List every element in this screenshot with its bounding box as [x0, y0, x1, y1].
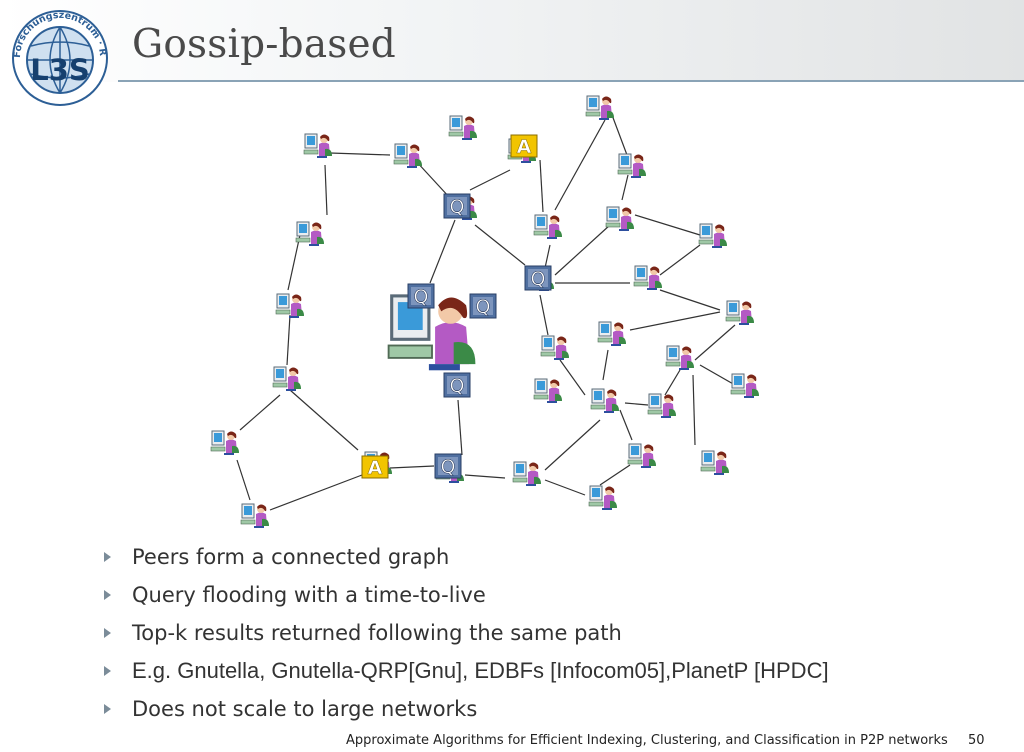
- edge: [474, 224, 526, 266]
- peer-icon: [240, 503, 270, 529]
- edge: [544, 419, 601, 471]
- peer-icon: [303, 133, 333, 159]
- edge: [664, 369, 681, 396]
- peer-icon: [533, 214, 563, 240]
- peer-icon: [698, 223, 728, 249]
- edge: [464, 474, 506, 479]
- edge: [389, 465, 435, 469]
- peer-icon: [725, 300, 755, 326]
- bullet-text: Query flooding with a time-to-live: [132, 583, 486, 607]
- bullet-item: Peers form a connected graph: [104, 540, 829, 578]
- peer-icon: [588, 485, 618, 511]
- bullet-text: Top-k results returned following the sam…: [132, 621, 622, 645]
- peer-icon: [627, 443, 657, 469]
- l3s-logo: Forschungszentrum · Research Center L3S: [4, 2, 108, 106]
- query-marker: Q: [414, 286, 429, 308]
- query-marker: Q: [450, 375, 465, 397]
- edge: [624, 402, 649, 406]
- edge: [469, 169, 511, 191]
- peer-icon: [272, 366, 302, 392]
- edge: [269, 474, 363, 511]
- edge: [429, 219, 456, 284]
- edge: [544, 479, 586, 496]
- bullet-text: E.g. Gnutella, Gnutella-QRP[Gnu], EDBFs …: [132, 658, 829, 683]
- bullet-text: Peers form a connected graph: [132, 545, 450, 569]
- logo-main-text: L3S: [30, 53, 90, 87]
- edge: [611, 114, 628, 156]
- peer-icon: [393, 143, 423, 169]
- query-markers: Q Q Q Q Q Q: [407, 193, 552, 479]
- peer-icon: [448, 115, 478, 141]
- bullet-arrow-icon: [104, 628, 111, 638]
- peer-icon: [512, 461, 542, 487]
- bullet-item: E.g. Gnutella, Gnutella-QRP[Gnu], EDBFs …: [104, 654, 829, 692]
- peer-icon: [540, 335, 570, 361]
- bullet-item: Top-k results returned following the sam…: [104, 616, 829, 654]
- peer-icon: [633, 265, 663, 291]
- edge: [289, 389, 359, 451]
- edge: [699, 364, 736, 386]
- edge: [659, 289, 721, 311]
- bullet-arrow-icon: [104, 552, 111, 562]
- peer-icon: [275, 293, 305, 319]
- slide-footer: Approximate Algorithms for Efficient Ind…: [346, 733, 948, 748]
- edge: [621, 174, 629, 201]
- edge: [324, 164, 328, 216]
- query-marker: Q: [531, 268, 546, 290]
- peer-icon: [295, 221, 325, 247]
- bullet-item: Query flooding with a time-to-live: [104, 578, 829, 616]
- edge: [239, 394, 281, 431]
- p2p-network-diagram: Q Q Q Q Q Q A A: [210, 95, 760, 529]
- peer-icon: [597, 321, 627, 347]
- edge: [559, 359, 586, 396]
- edge: [287, 234, 301, 291]
- query-marker: Q: [476, 296, 491, 318]
- edge: [457, 399, 463, 456]
- edge: [634, 214, 701, 236]
- peer-icon: [605, 206, 635, 232]
- slide-title: Gossip-based: [132, 22, 396, 67]
- edge: [539, 294, 549, 336]
- peer-icon: [590, 388, 620, 414]
- bullet-list: Peers form a connected graph Query flood…: [104, 540, 829, 730]
- network-edges: [236, 114, 736, 511]
- bullet-item: Does not scale to large networks: [104, 692, 829, 730]
- bullet-arrow-icon: [104, 704, 111, 714]
- edge: [599, 464, 631, 486]
- bullet-text: Does not scale to large networks: [132, 697, 478, 721]
- answer-markers: A A: [361, 134, 538, 479]
- peer-icon: [585, 95, 615, 121]
- edge: [236, 459, 251, 501]
- peer-icon: [210, 430, 240, 456]
- answer-marker: A: [368, 457, 383, 479]
- answer-marker: A: [517, 136, 532, 158]
- edge: [629, 311, 721, 331]
- edge: [602, 349, 609, 381]
- query-marker: Q: [441, 456, 456, 478]
- header-rule: [118, 80, 1024, 82]
- bullet-arrow-icon: [104, 666, 111, 676]
- edge: [554, 224, 611, 276]
- query-marker: Q: [450, 196, 465, 218]
- edge: [554, 119, 606, 211]
- peer-icon: [665, 345, 695, 371]
- peer-icon: [700, 450, 730, 476]
- peer-icon: [617, 153, 647, 179]
- slide-header: [0, 0, 1024, 82]
- edge: [539, 159, 544, 213]
- edge: [286, 314, 291, 366]
- edge: [692, 374, 696, 446]
- edge: [329, 152, 391, 156]
- bullet-arrow-icon: [104, 590, 111, 600]
- peer-icon: [730, 373, 760, 399]
- peer-icon: [647, 393, 677, 419]
- peer-icon: [533, 378, 563, 404]
- edge: [619, 409, 633, 441]
- edge: [694, 324, 736, 361]
- edge: [659, 244, 701, 276]
- edge: [414, 159, 451, 199]
- edge: [544, 244, 551, 269]
- page-number: 50: [968, 733, 985, 748]
